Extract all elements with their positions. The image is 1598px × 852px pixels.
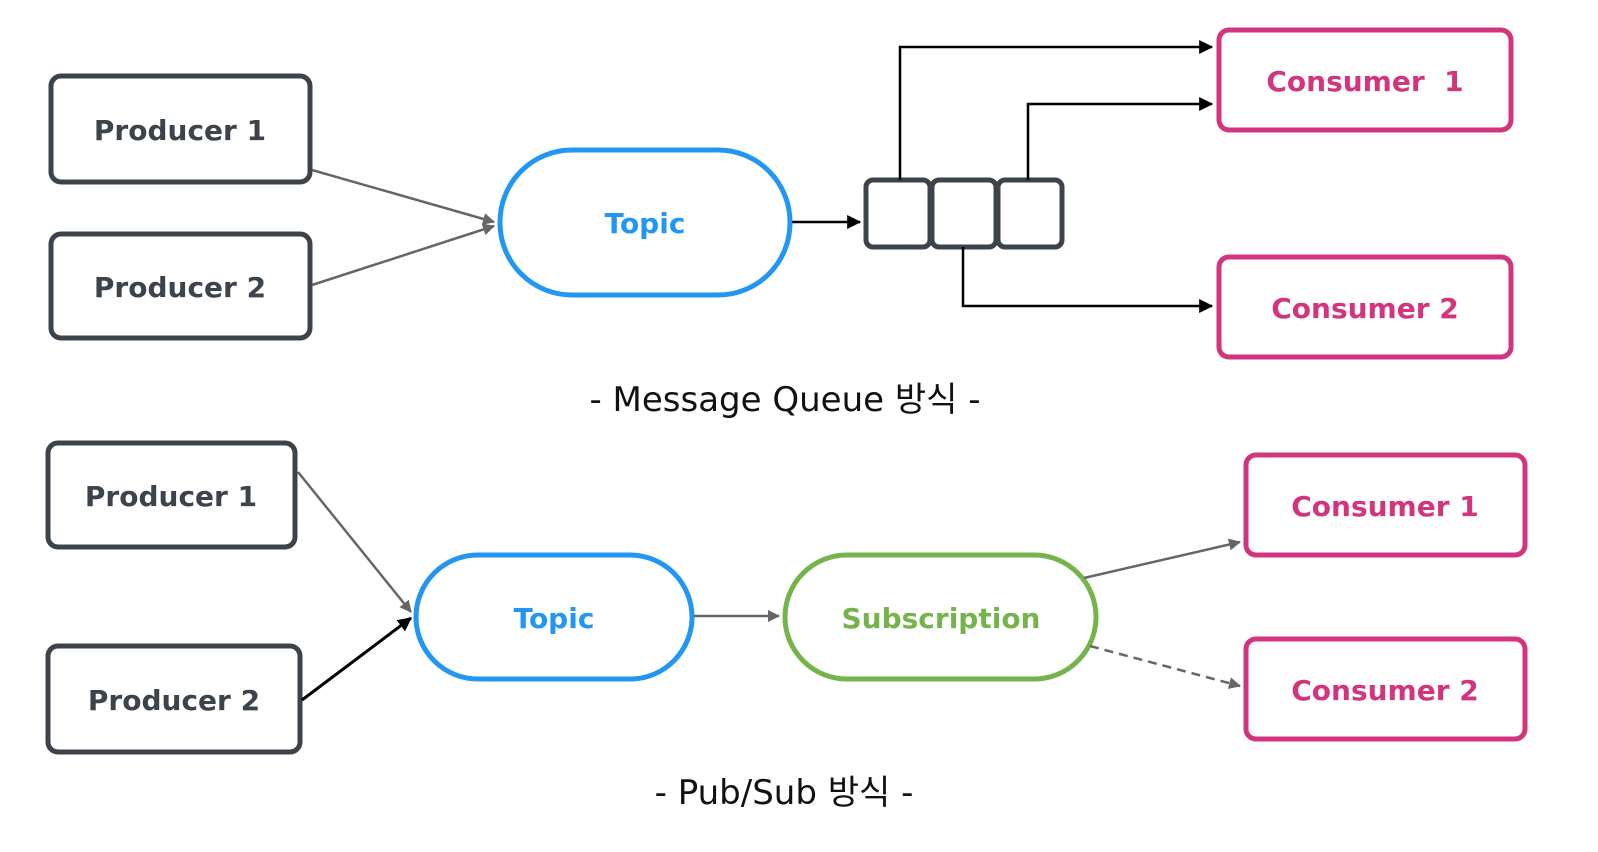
message-queue-section: Producer 1 Producer 2 Topic Consum <box>48 27 1514 420</box>
mq-producer-1: Producer 1 <box>48 73 313 185</box>
mq-caption: - Message Queue 방식 - <box>589 380 980 420</box>
mq-arrow-producer-2-topic <box>311 223 495 287</box>
mq-queue <box>863 177 1065 250</box>
ps-consumer-2: Consumer 2 <box>1243 636 1528 742</box>
pub-sub-section: Producer 1 Producer 2 Topic Subscription… <box>45 440 1528 813</box>
mq-queue-slot-2 <box>929 177 999 250</box>
ps-caption: - Pub/Sub 방식 - <box>655 773 914 813</box>
mq-arrow-slot-1-consumer-1 <box>898 40 1214 180</box>
ps-arrow-subscription-consumer-1 <box>1083 538 1241 580</box>
mq-consumer-2-label: Consumer 2 <box>1271 292 1459 325</box>
ps-consumer-1: Consumer 1 <box>1243 452 1528 558</box>
ps-arrow-subscription-consumer-2 <box>1089 644 1241 689</box>
ps-topic-label: Topic <box>514 602 595 635</box>
mq-queue-slot-3 <box>995 177 1065 250</box>
mq-queue-slot-1 <box>863 177 933 250</box>
mq-arrow-slot-3-consumer-1 <box>1026 97 1214 180</box>
ps-arrow-producer-1-topic <box>297 471 412 613</box>
ps-subscription: Subscription <box>782 552 1099 682</box>
ps-topic: Topic <box>413 552 695 682</box>
mq-consumer-1-label: Consumer 1 <box>1266 65 1463 98</box>
ps-arrow-producer-2-topic <box>301 616 412 702</box>
mq-topic: Topic <box>497 147 793 298</box>
ps-producer-1-label: Producer 1 <box>85 480 257 513</box>
mq-producer-2-label: Producer 2 <box>94 271 266 304</box>
mq-arrow-slot-2-consumer-2 <box>961 247 1214 313</box>
ps-consumer-2-label: Consumer 2 <box>1291 674 1479 707</box>
ps-producer-2: Producer 2 <box>45 643 303 755</box>
mq-producer-2: Producer 2 <box>48 231 313 341</box>
mq-consumer-1: Consumer 1 <box>1216 27 1514 133</box>
mq-consumer-2: Consumer 2 <box>1216 254 1514 360</box>
ps-producer-2-label: Producer 2 <box>88 684 260 717</box>
ps-consumer-1-label: Consumer 1 <box>1291 490 1479 523</box>
ps-subscription-label: Subscription <box>841 602 1040 635</box>
mq-arrow-producer-1-topic <box>311 168 495 225</box>
ps-producer-1: Producer 1 <box>45 440 298 550</box>
mq-topic-label: Topic <box>605 207 686 240</box>
mq-producer-1-label: Producer 1 <box>94 114 266 147</box>
